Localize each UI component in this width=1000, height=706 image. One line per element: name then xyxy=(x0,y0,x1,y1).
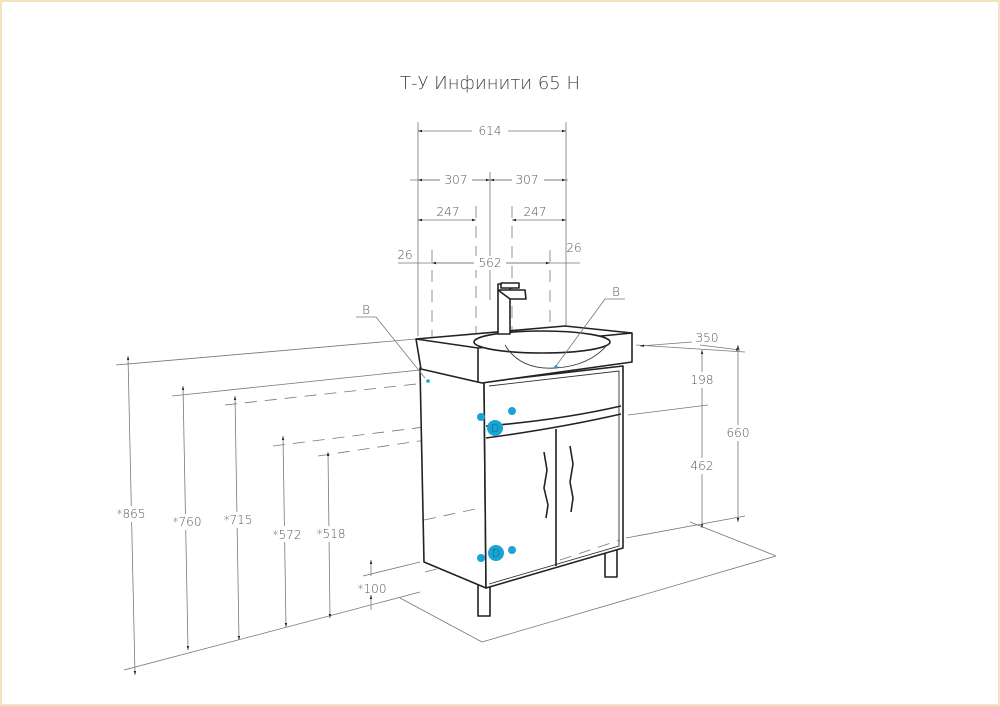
dim-26-right: 26 xyxy=(566,241,581,255)
connection-markers: D D xyxy=(477,407,516,562)
drawer-edge xyxy=(485,405,622,427)
dim-518: *518 xyxy=(317,527,346,541)
dim-247-left: 247 xyxy=(437,205,460,219)
connector-marker xyxy=(508,546,516,554)
side-panel xyxy=(419,367,487,589)
dim-100: *100 xyxy=(358,582,387,596)
basin xyxy=(473,330,611,354)
height-dimensions: *865 *760 *715 *572 *518 *100 xyxy=(112,338,481,676)
dim-26-left: 26 xyxy=(397,248,412,262)
connector-marker xyxy=(477,554,485,562)
drain-marker-upper xyxy=(487,420,503,436)
label-b-right: B xyxy=(612,285,620,299)
dim-865: *865 xyxy=(117,507,146,521)
dim-660: 660 xyxy=(727,426,750,440)
callout-b-right: B xyxy=(554,285,625,369)
drawing-title: Т-У Инфинити 65 Н xyxy=(400,73,580,94)
dim-462: 462 xyxy=(691,459,714,473)
right-door-handle xyxy=(569,445,574,513)
vanity-cabinet xyxy=(415,282,633,617)
width-dimensions: 614 307 307 247 247 26 562 26 xyxy=(397,122,582,420)
connector-marker xyxy=(477,413,485,421)
label-d-upper: D xyxy=(491,422,499,435)
left-door-handle xyxy=(543,451,549,519)
dim-715: *715 xyxy=(224,513,253,527)
dim-562: 562 xyxy=(479,256,502,270)
label-b-left: B xyxy=(362,303,370,317)
dim-572: *572 xyxy=(273,528,302,542)
depth-dimensions: 350 198 462 660 xyxy=(625,331,756,539)
dim-307-right: 307 xyxy=(516,173,539,187)
dim-247-right: 247 xyxy=(524,205,547,219)
dim-198: 198 xyxy=(691,373,714,387)
label-d-lower: D xyxy=(492,547,500,560)
dim-307-left: 307 xyxy=(445,173,468,187)
connector-marker xyxy=(508,407,516,415)
dim-760: *760 xyxy=(173,515,202,529)
floor-outline xyxy=(399,521,777,643)
dim-614: 614 xyxy=(479,124,502,138)
front-panel xyxy=(483,365,624,589)
drain-marker-lower xyxy=(488,545,504,561)
callout-b-left: B xyxy=(356,303,430,383)
dim-350: 350 xyxy=(696,331,719,345)
faucet xyxy=(497,282,527,335)
